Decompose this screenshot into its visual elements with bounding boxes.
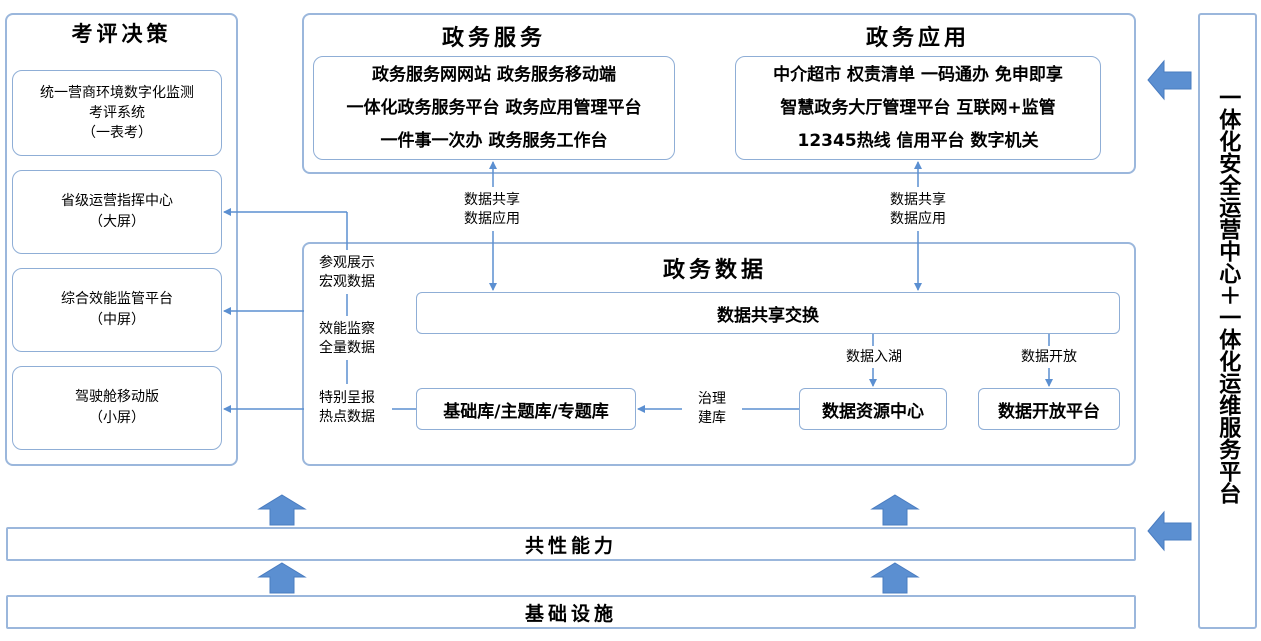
command-center-box: 省级运营指挥中心 （大屏） xyxy=(12,170,222,254)
ops-panel-text: 一体化安全运营中心＋一体化运维服务平台 xyxy=(1215,86,1241,504)
govern-label-line-2: 建库 xyxy=(698,410,726,426)
lake-label: 数据入湖 xyxy=(846,349,902,365)
gov-service-line-2: 一体化政务服务平台 政务应用管理平台 xyxy=(346,97,642,118)
resource-center-box: 数据资源中心 xyxy=(799,388,947,430)
govern-label: 治理 建库 xyxy=(684,390,740,428)
left-arrow-icon xyxy=(1147,59,1192,101)
gov-application-box: 中介超市 权责清单 一码通办 免申即享 智慧政务大厅管理平台 互联网+监管 12… xyxy=(735,56,1101,160)
evaluation-system-line-1: 统一营商环境数字化监测 xyxy=(40,85,194,101)
up-arrow-icon xyxy=(257,494,307,526)
gov-application-line-3: 12345热线 信用平台 数字机关 xyxy=(797,130,1039,151)
share-label-right-line-2: 数据应用 xyxy=(890,211,946,227)
up-arrow-icon xyxy=(870,562,920,594)
monitor-label: 效能监察 全量数据 xyxy=(304,320,390,358)
monitor-label-line-1: 效能监察 xyxy=(319,321,375,337)
gov-service-line-3: 一件事一次办 政务服务工作台 xyxy=(380,130,608,151)
infrastructure-bar: 基础设施 xyxy=(6,595,1136,629)
up-arrow-icon xyxy=(870,494,920,526)
display-label-line-1: 参观展示 xyxy=(319,255,375,271)
ops-panel xyxy=(1198,13,1257,629)
display-label: 参观展示 宏观数据 xyxy=(304,254,390,292)
share-label-left-line-1: 数据共享 xyxy=(464,192,520,208)
efficiency-platform-line-1: 综合效能监管平台 xyxy=(61,291,173,307)
open-label: 数据开放 xyxy=(1021,349,1077,365)
gov-service-title: 政务服务 xyxy=(441,26,546,51)
gov-application-line-2: 智慧政务大厅管理平台 互联网+监管 xyxy=(780,97,1056,118)
efficiency-platform-box: 综合效能监管平台 （中屏） xyxy=(12,268,222,352)
share-label-left-line-2: 数据应用 xyxy=(464,211,520,227)
common-capability-bar: 共性能力 xyxy=(6,527,1136,561)
monitor-label-line-2: 全量数据 xyxy=(319,340,375,356)
gov-application-title: 政务应用 xyxy=(865,26,970,51)
data-exchange-box: 数据共享交换 xyxy=(416,292,1120,334)
evaluation-system-line-3: （一表考） xyxy=(82,125,152,141)
decision-panel-title: 考评决策 xyxy=(71,22,172,46)
library-box: 基础库/主题库/专题库 xyxy=(416,388,636,430)
efficiency-platform-line-2: （中屏） xyxy=(89,312,145,328)
share-label-left: 数据共享 数据应用 xyxy=(446,191,538,229)
gov-service-line-1: 政务服务网网站 政务服务移动端 xyxy=(372,64,616,85)
gov-data-title: 政务数据 xyxy=(662,258,767,283)
share-label-right-line-1: 数据共享 xyxy=(890,192,946,208)
evaluation-system-line-2: 考评系统 xyxy=(89,105,145,121)
cockpit-mobile-line-2: （小屏） xyxy=(89,410,145,426)
report-label-line-2: 热点数据 xyxy=(319,409,375,425)
report-label-line-1: 特别呈报 xyxy=(319,390,375,406)
share-label-right: 数据共享 数据应用 xyxy=(872,191,964,229)
cockpit-mobile-line-1: 驾驶舱移动版 xyxy=(75,389,159,405)
display-label-line-2: 宏观数据 xyxy=(319,274,375,290)
up-arrow-icon xyxy=(257,562,307,594)
evaluation-system-box: 统一营商环境数字化监测 考评系统 （一表考） xyxy=(12,70,222,156)
open-platform-box: 数据开放平台 xyxy=(978,388,1120,430)
command-center-line-1: 省级运营指挥中心 xyxy=(61,193,173,209)
left-arrow-icon xyxy=(1147,510,1192,552)
gov-application-line-1: 中介超市 权责清单 一码通办 免申即享 xyxy=(773,64,1063,85)
gov-service-box: 政务服务网网站 政务服务移动端 一体化政务服务平台 政务应用管理平台 一件事一次… xyxy=(313,56,675,160)
cockpit-mobile-box: 驾驶舱移动版 （小屏） xyxy=(12,366,222,450)
govern-label-line-1: 治理 xyxy=(698,391,726,407)
report-label: 特别呈报 热点数据 xyxy=(304,389,390,427)
command-center-line-2: （大屏） xyxy=(89,214,145,230)
